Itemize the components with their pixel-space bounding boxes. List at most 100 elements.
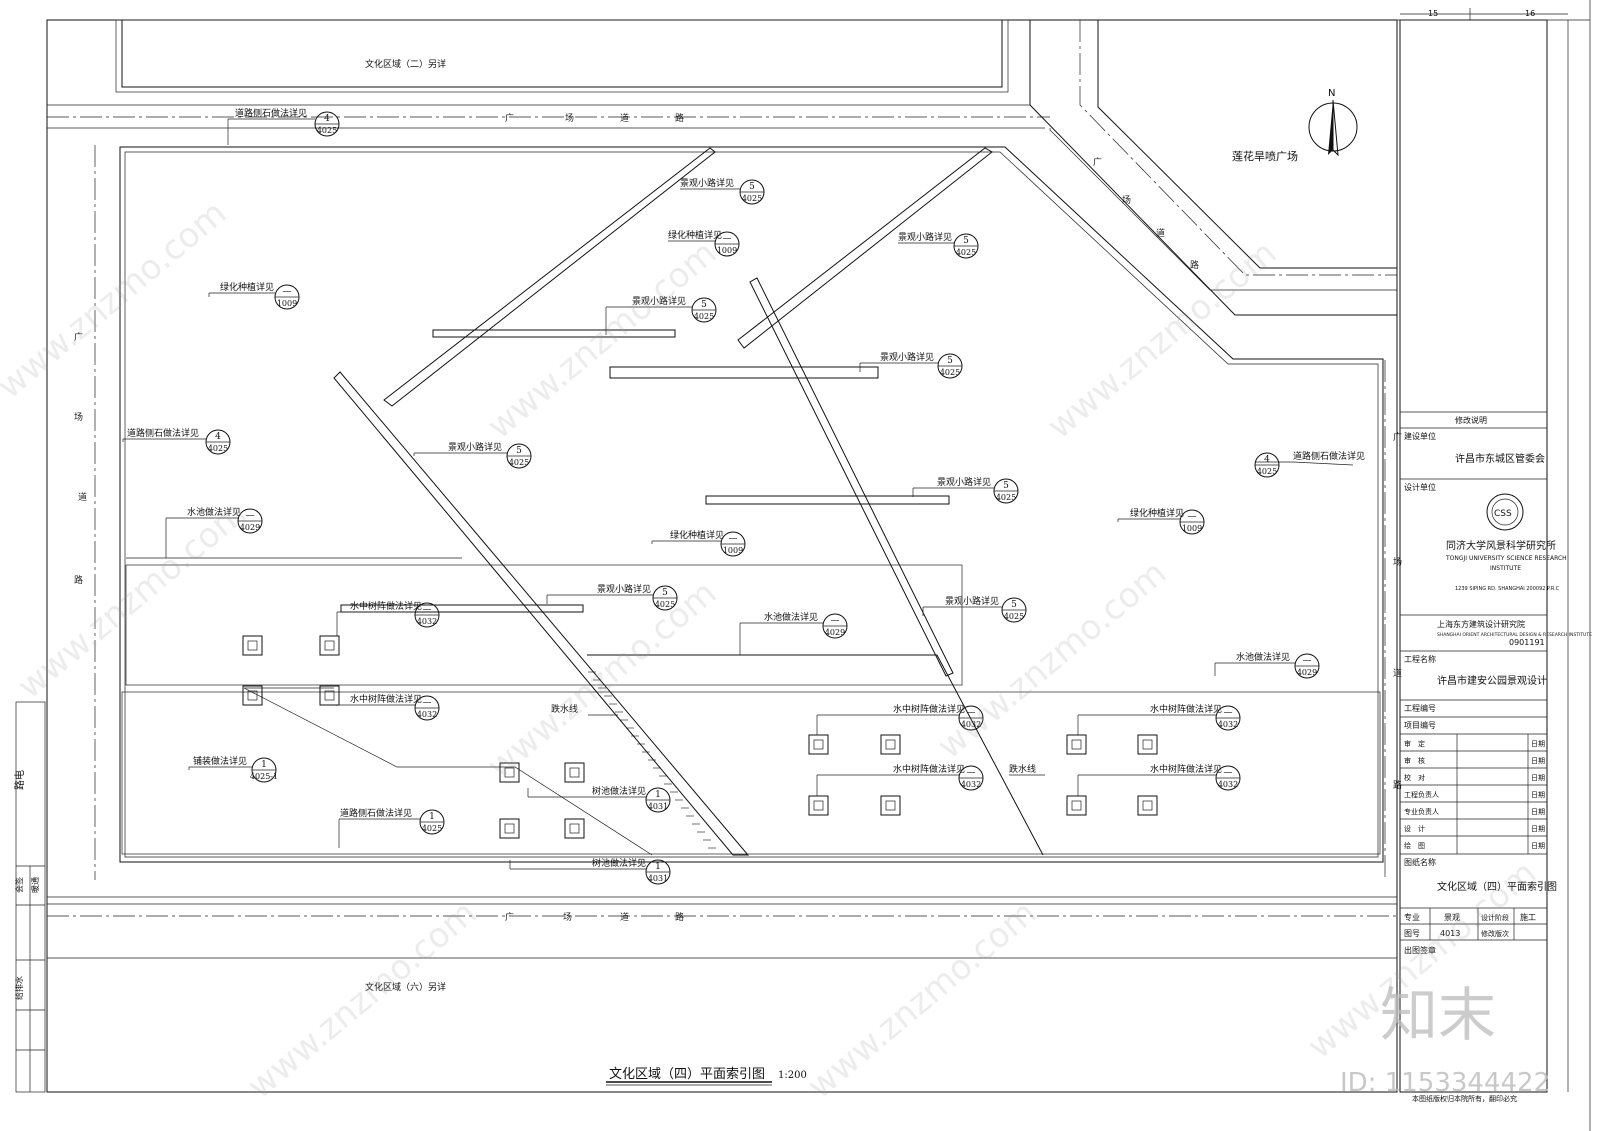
callout-number: — [1224,768,1233,778]
callout-sheet-ref: 4025 [317,126,337,135]
callout-number: — [729,534,738,544]
svg-text:www.znzmo.com: www.znzmo.com [800,893,1044,1107]
path-diag-3 [333,371,750,856]
svg-text:www.znzmo.com: www.znzmo.com [480,233,724,447]
callout-sheet-ref: 4025 [996,493,1016,502]
sheet-number: 4013 [1440,929,1460,938]
callout-text: 水中树阵做法详见 [893,703,965,715]
callout-number: — [723,234,732,244]
designer-name: 同济大学风景科学研究所 [1446,539,1556,552]
callout-sheet-ref: 4032 [1218,780,1238,789]
svg-text:www.znzmo.com: www.znzmo.com [240,893,484,1107]
left-road-char-1: 广 [74,331,83,343]
callout-text: 道路侧石做法详见 [127,427,199,439]
date-label: 日期 [1531,791,1545,799]
diagonal-road-edge-inner [1029,20,1397,316]
callout-number: 1 [429,812,435,822]
svg-text:www.znzmo.com: www.znzmo.com [1040,233,1284,447]
diag-road-char-1: 广 [1093,156,1102,168]
detail-callout: 水中树阵做法详见—4032 [336,693,440,721]
callout-sheet-ref: 4025 [742,194,762,203]
detail-callout: 水中树阵做法详见—4032 [1077,763,1241,796]
left-road-char-3: 道 [78,491,87,503]
svg-text:CSS: CSS [1494,509,1512,519]
callout-text: 铺装做法详见 [193,755,247,767]
callout-number: 4 [215,432,221,442]
callout-sheet-ref: 4032 [1218,720,1238,729]
callout-text: 景观小路详见 [945,595,999,607]
role-label: 审 定 [1404,739,1425,748]
diag-road-char-2: 场 [1122,195,1131,206]
callout-sheet-ref: 4032 [961,720,981,729]
left-road-char-4: 路 [74,574,83,586]
callout-text: 绿化种植详见 [670,529,724,541]
callout-number: — [967,768,976,778]
left-strip-hvac: 暖通 [30,877,40,893]
title-block: 修改说明 建设单位 许昌市东城区管委会 设计单位 CSS 同济大学风景科学研究所… [1400,411,1592,1103]
designer-en-1: TONGJI UNIVERSITY SCIENCE RESEARCH [1445,555,1567,562]
callout-sheet-ref: 4031 [648,802,668,811]
callout-number: 1 [655,790,661,800]
designer-en-2: INSTITUTE [1490,565,1521,572]
callout-text: 绿化种植详见 [220,281,274,293]
grid-number-15: 15 [1428,9,1438,18]
project-name: 许昌市建安公园景观设计 [1437,674,1547,687]
detail-callout: 水中树阵做法详见—4032 [336,600,440,636]
fall-line-label-2: 跌水线 [1009,763,1036,775]
bottom-road-char-1: 广 [505,911,514,923]
callout-text: 景观小路详见 [632,295,686,307]
callout-number: — [967,708,976,718]
stamp-label: 出图签章 [1404,945,1436,955]
callout-text: 景观小路详见 [448,441,502,453]
callout-text: 景观小路详见 [680,177,734,189]
drawing-name: 文化区域（四）平面索引图 [1437,880,1557,893]
callout-sheet-ref: 4025 [655,600,675,609]
callout-number: — [1303,656,1312,666]
top-road-char-3: 道 [620,112,629,124]
callout-sheet-ref: 4031 [648,874,668,883]
callout-text: 水中树阵做法详见 [1150,703,1222,715]
callout-text: 道路侧石做法详见 [1293,450,1365,462]
detail-callout: 景观小路详见 5 4025 [680,177,765,205]
callout-number: — [246,511,255,521]
stage-label: 设计阶段 [1481,913,1509,922]
path-diag-4 [749,277,954,677]
callout-text: 水中树阵做法详见 [350,693,422,705]
role-label: 专业负责人 [1404,807,1439,816]
bottom-road-char-2: 场 [563,912,572,923]
right-road-char-2: 场 [1393,557,1402,568]
callout-number: 1 [655,862,661,872]
callout-number: 5 [749,182,755,192]
partner-en: SHANGHAI ORIENT ARCHITECTURAL DESIGN & R… [1437,632,1592,638]
detail-callout: 绿化种植详见—1009 [668,229,740,257]
callout-number: 4 [324,114,330,124]
callout-number: — [1224,708,1233,718]
callout-text: 景观小路详见 [597,583,651,595]
tree-pits [242,635,1158,839]
site-boundary [119,146,1384,863]
callout-sheet-ref: 4032 [961,780,981,789]
callout-sheet-ref: 4025-1 [250,772,278,781]
diag-road-char-3: 道 [1156,227,1165,239]
detail-callout: 水中树阵做法详见— 4032 [1077,703,1241,735]
pool-edge-right [587,654,1044,856]
date-label: 日期 [1531,808,1545,816]
callout-number: 1 [261,760,267,770]
callout-number: 5 [701,300,707,310]
role-label: 绘 图 [1404,841,1425,850]
detail-callout: 铺装做法详见 1 4025-1 [188,755,278,783]
callout-text: 水池做法详见 [764,611,818,623]
znzmo-logo: 知末 [1380,981,1496,1049]
callout-sheet-ref: 4029 [825,628,845,637]
grid-number-16: 16 [1525,9,1535,18]
detail-callout: 水池做法详见—4029 [165,506,263,558]
detail-callout: 水池做法详见—4029 [1214,651,1320,679]
callout-number: 4 [1264,455,1270,465]
detail-callout: 水中树阵做法详见— 4032 [816,703,984,735]
callout-sheet-ref: 4032 [417,710,437,719]
sheet-label: 图号 [1404,929,1420,938]
